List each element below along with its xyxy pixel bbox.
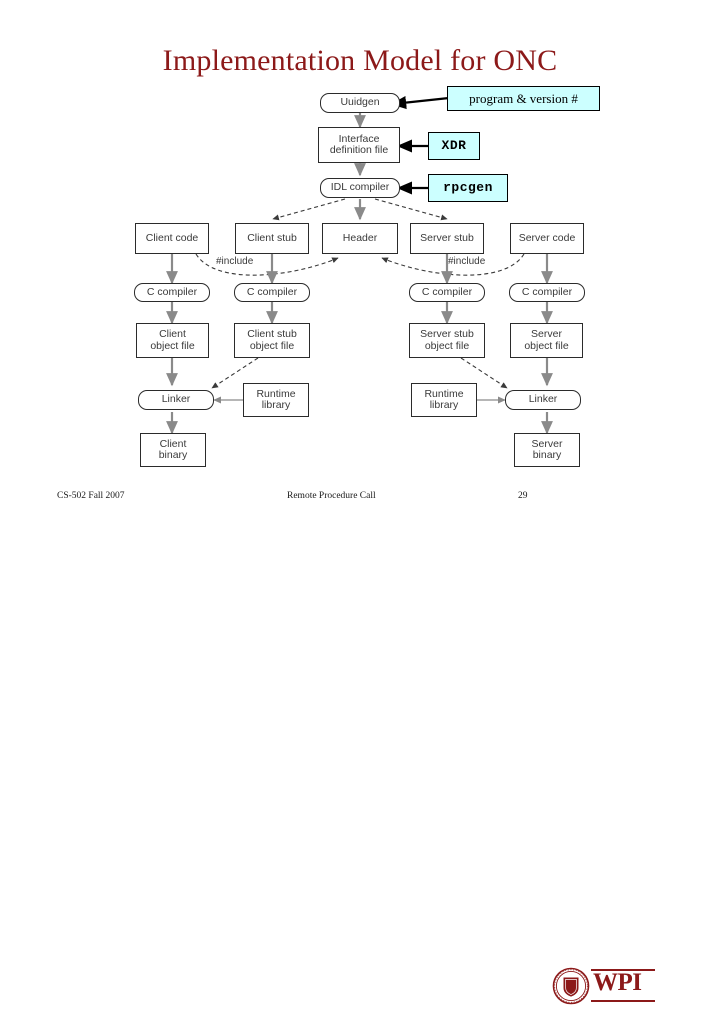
wpi-wordmark: WPI bbox=[593, 969, 642, 996]
node-header[interactable]: Header bbox=[322, 223, 398, 254]
node-label: Header bbox=[342, 231, 378, 244]
page-title: Implementation Model for ONC bbox=[162, 44, 558, 77]
node-client-stub[interactable]: Client stub bbox=[235, 223, 309, 254]
node-server-stub[interactable]: Server stub bbox=[410, 223, 484, 254]
node-c-compiler-client-stub[interactable]: C compiler bbox=[234, 283, 310, 302]
node-label: C compiler bbox=[521, 285, 573, 298]
node-label: Server stub bbox=[420, 231, 474, 244]
node-label: Uuidgen bbox=[340, 96, 380, 109]
node-label: Client stub bbox=[247, 231, 297, 244]
node-idl-compiler[interactable]: IDL compiler bbox=[320, 178, 400, 198]
footer-topic: Remote Procedure Call bbox=[287, 491, 376, 501]
diagram-connectors bbox=[166, 96, 553, 435]
node-label: Linker bbox=[528, 393, 558, 406]
edge-label-include-left: #include bbox=[216, 256, 254, 267]
wpi-logo: WPI bbox=[551, 967, 656, 1005]
callout-xdr[interactable]: XDR bbox=[428, 132, 480, 160]
footer-course: CS-502 Fall 2007 bbox=[57, 491, 125, 501]
footer-page-number: 29 bbox=[518, 491, 528, 501]
callout-label: program & version # bbox=[469, 90, 578, 106]
node-label: IDL compiler bbox=[330, 181, 390, 194]
node-uuidgen[interactable]: Uuidgen bbox=[320, 93, 400, 113]
node-label: Server code bbox=[518, 231, 576, 244]
node-label: C compiler bbox=[421, 285, 473, 298]
node-c-compiler-server-stub[interactable]: C compiler bbox=[409, 283, 485, 302]
wpi-seal-icon bbox=[552, 967, 590, 1005]
node-label: C compiler bbox=[146, 285, 198, 298]
node-c-compiler-server[interactable]: C compiler bbox=[509, 283, 585, 302]
node-label: C compiler bbox=[246, 285, 298, 298]
node-linker-server[interactable]: Linker bbox=[505, 390, 581, 410]
callout-label: rpcgen bbox=[443, 180, 493, 195]
node-label: Linker bbox=[161, 393, 191, 406]
node-linker-client[interactable]: Linker bbox=[138, 390, 214, 410]
callout-rpcgen[interactable]: rpcgen bbox=[428, 174, 508, 202]
callout-label: XDR bbox=[441, 138, 467, 153]
node-c-compiler-client[interactable]: C compiler bbox=[134, 283, 210, 302]
node-label: Client code bbox=[145, 231, 199, 244]
node-server-code[interactable]: Server code bbox=[510, 223, 584, 254]
callout-program-version[interactable]: program & version # bbox=[447, 86, 600, 111]
node-client-code[interactable]: Client code bbox=[135, 223, 209, 254]
edge-label-include-right: #include bbox=[448, 256, 486, 267]
slide-footer: CS-502 Fall 2007 Remote Procedure Call 2… bbox=[0, 484, 720, 1005]
